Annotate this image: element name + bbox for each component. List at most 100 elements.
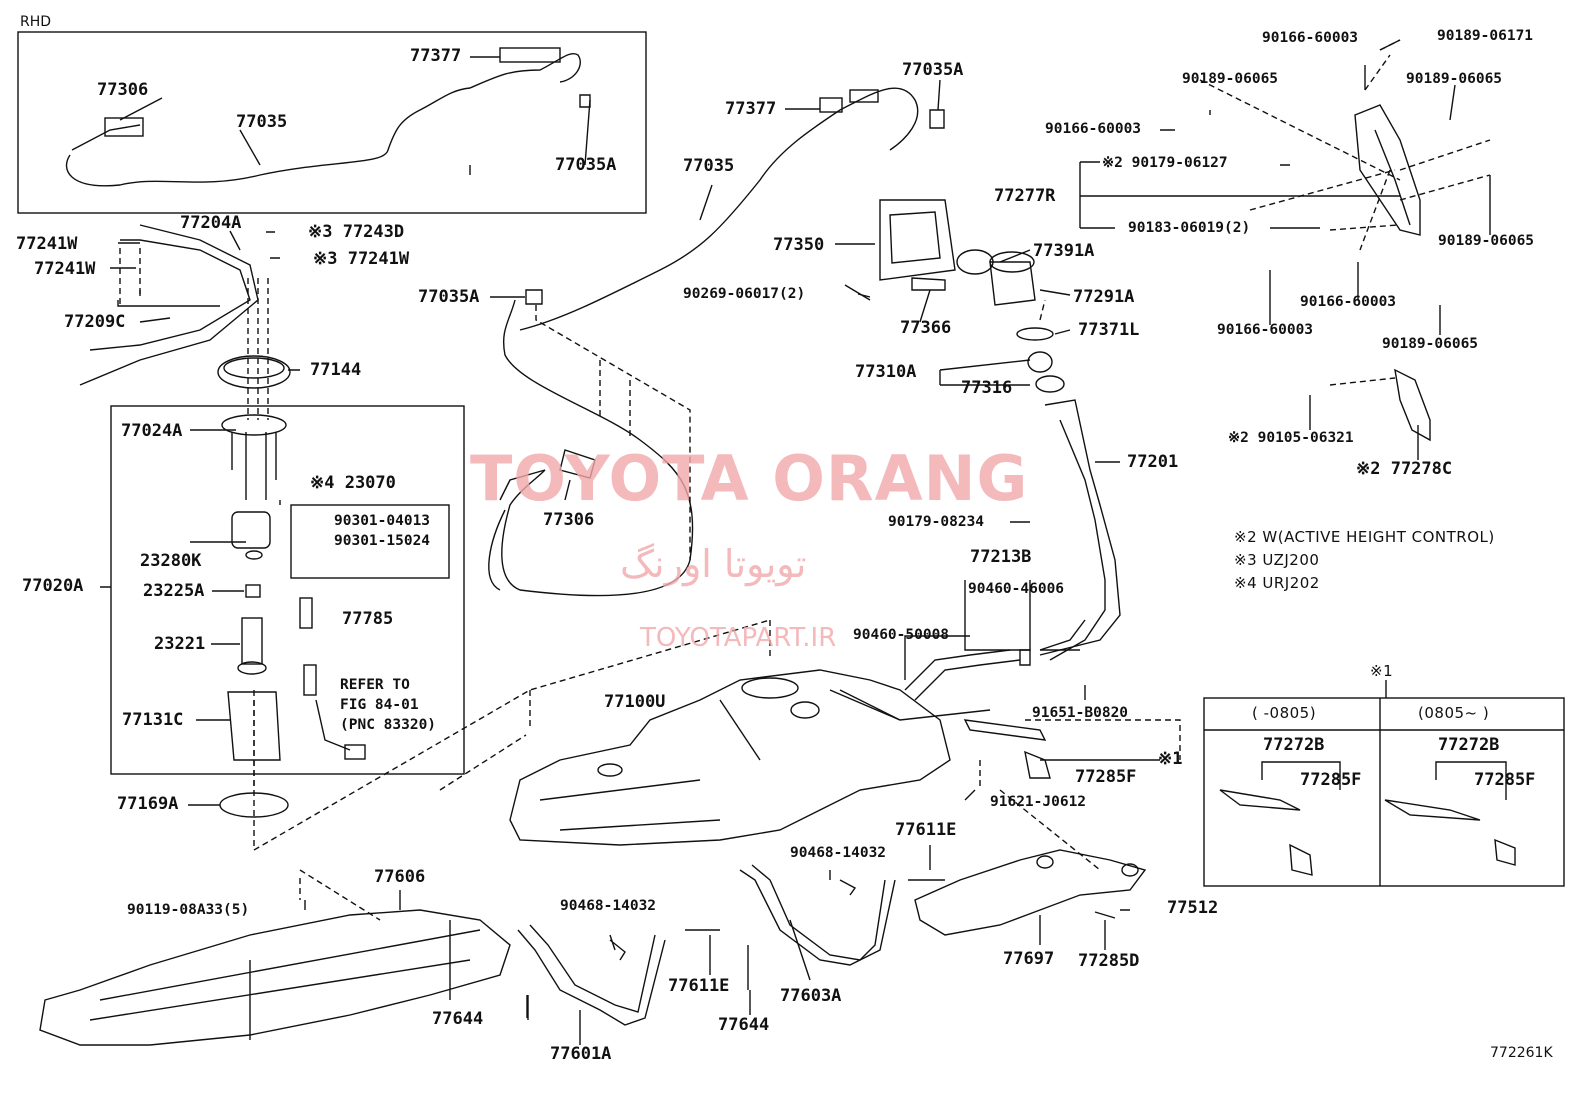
part-label: 90269-06017(2) [683,286,806,302]
part-label: 77035 [683,156,735,176]
part-label: 90189-06065 [1382,336,1479,352]
fuel-tubes [89,239,251,351]
part-label: 91651-B0820 [1032,705,1129,721]
part-label: 77144 [310,360,362,380]
part-label: 90468-14032 [560,898,657,914]
refer-note-line1: REFER TO [340,677,410,693]
part-label: 77350 [773,235,825,255]
sender-box [110,405,465,775]
part-label: 77371L [1078,320,1140,340]
part-label: 77285F [1300,770,1362,790]
part-label: 23225A [143,581,205,601]
part-label: 77272B [1263,735,1325,755]
part-label: 77035A [418,287,480,307]
part-label: 77644 [432,1009,484,1029]
fuel-cap [989,261,1036,306]
tank-strap-left [517,929,666,1026]
note-2: ※2 W(ACTIVE HEIGHT CONTROL) [1234,528,1495,546]
part-label: 77035 [236,112,288,132]
watermark-url: TOYOTAPART.IR [640,623,837,653]
rhd-cable-end [71,124,141,151]
rhd-connector [499,47,561,63]
watermark-brand: TOYOTA ORANG [470,442,1029,515]
part-label: 77306 [97,80,149,100]
part-label: 77611E [668,976,730,996]
tank-strap-right [739,869,896,966]
part-label: 90189-06171 [1437,28,1534,44]
fuel-tank [509,669,951,846]
part-label: ※3 77243D [308,222,405,242]
watermark-farsi: تویوتا اورنگ [620,542,807,586]
part-label: 90460-50008 [853,627,950,643]
figure-code: 772261K [1490,1045,1553,1061]
refer-note-line3: (PNC 83320) [340,717,437,733]
part-label: 90183-06019(2) [1128,220,1251,236]
part-label: 77285D [1078,951,1140,971]
part-label: 77377 [410,46,462,66]
part-label: 90166-60003 [1045,121,1142,137]
part-label: 90460-46006 [968,581,1065,597]
refer-note-line2: FIG 84-01 [340,697,419,713]
part-label: 77204A [180,213,242,233]
part-label: 77285F [1474,770,1536,790]
part-label: 90119-08A33(5) [127,902,250,918]
part-label: ※2 90105-06321 [1228,430,1354,446]
part-label: ※4 23070 [310,473,396,493]
part-label: 77310A [855,362,917,382]
part-label: 77201 [1127,452,1179,472]
part-label: 77241W [16,234,78,254]
part-label: 23280K [140,551,202,571]
part-label: 77213B [970,547,1032,567]
note-4: ※4 URJ202 [1234,574,1320,592]
lock-ring [217,355,291,389]
part-label: 91621-J0612 [990,794,1087,810]
rhd-label: RHD [20,14,52,30]
pump-filter [231,511,271,549]
part-label: 77785 [342,609,394,629]
part-label: ※3 77241W [313,249,410,269]
note-3: ※3 UZJ200 [1234,551,1320,569]
tank-protector [39,909,511,1046]
part-label: 90189-06065 [1438,233,1535,249]
part-label: 77512 [1167,898,1219,918]
part-label: 77241W [34,259,96,279]
rhd-cable [65,53,581,187]
part-label: 90179-08234 [888,514,985,530]
part-label: 77100U [604,692,666,712]
part-label: ※2 77278C [1356,459,1453,479]
part-label: 77035A [902,60,964,80]
module-flange [221,414,287,436]
part-label: 77391A [1033,241,1095,261]
inset-marker: ※1 [1370,662,1394,680]
part-label: 77035A [555,155,617,175]
part-label: 90468-14032 [790,845,887,861]
part-label: 77377 [725,99,777,119]
part-label: 77169A [117,794,179,814]
part-label: 90189-06065 [1182,71,1279,87]
tank-bracket-right [914,849,1147,936]
fuel-pump [241,617,263,665]
part-label: 77024A [121,421,183,441]
part-label: 77020A [22,576,84,596]
part-label: 77209C [64,312,126,332]
inset-col2-header: (0805~ ) [1418,704,1490,722]
part-label: 77131C [122,710,184,730]
fuel-lid [879,199,956,281]
part-label: 77277R [994,186,1056,206]
part-label: 77697 [1003,949,1055,969]
part-label: 90166-60003 [1300,294,1397,310]
inset-col1-header: ( -0805) [1252,704,1317,722]
part-label: 90301-04013 [334,513,431,529]
rhd-inset-frame [17,31,647,214]
part-label: 23221 [154,634,206,654]
part-label: 77603A [780,986,842,1006]
part-label: 77366 [900,318,952,338]
pump-cover [227,691,281,761]
filler-pipe [1039,399,1121,656]
part-label: 77306 [543,510,595,530]
part-label: 77644 [718,1015,770,1035]
part-label: 77285F [1075,767,1137,787]
part-label: 77272B [1438,735,1500,755]
variant-inset [1203,697,1565,887]
part-label: 77611E [895,820,957,840]
